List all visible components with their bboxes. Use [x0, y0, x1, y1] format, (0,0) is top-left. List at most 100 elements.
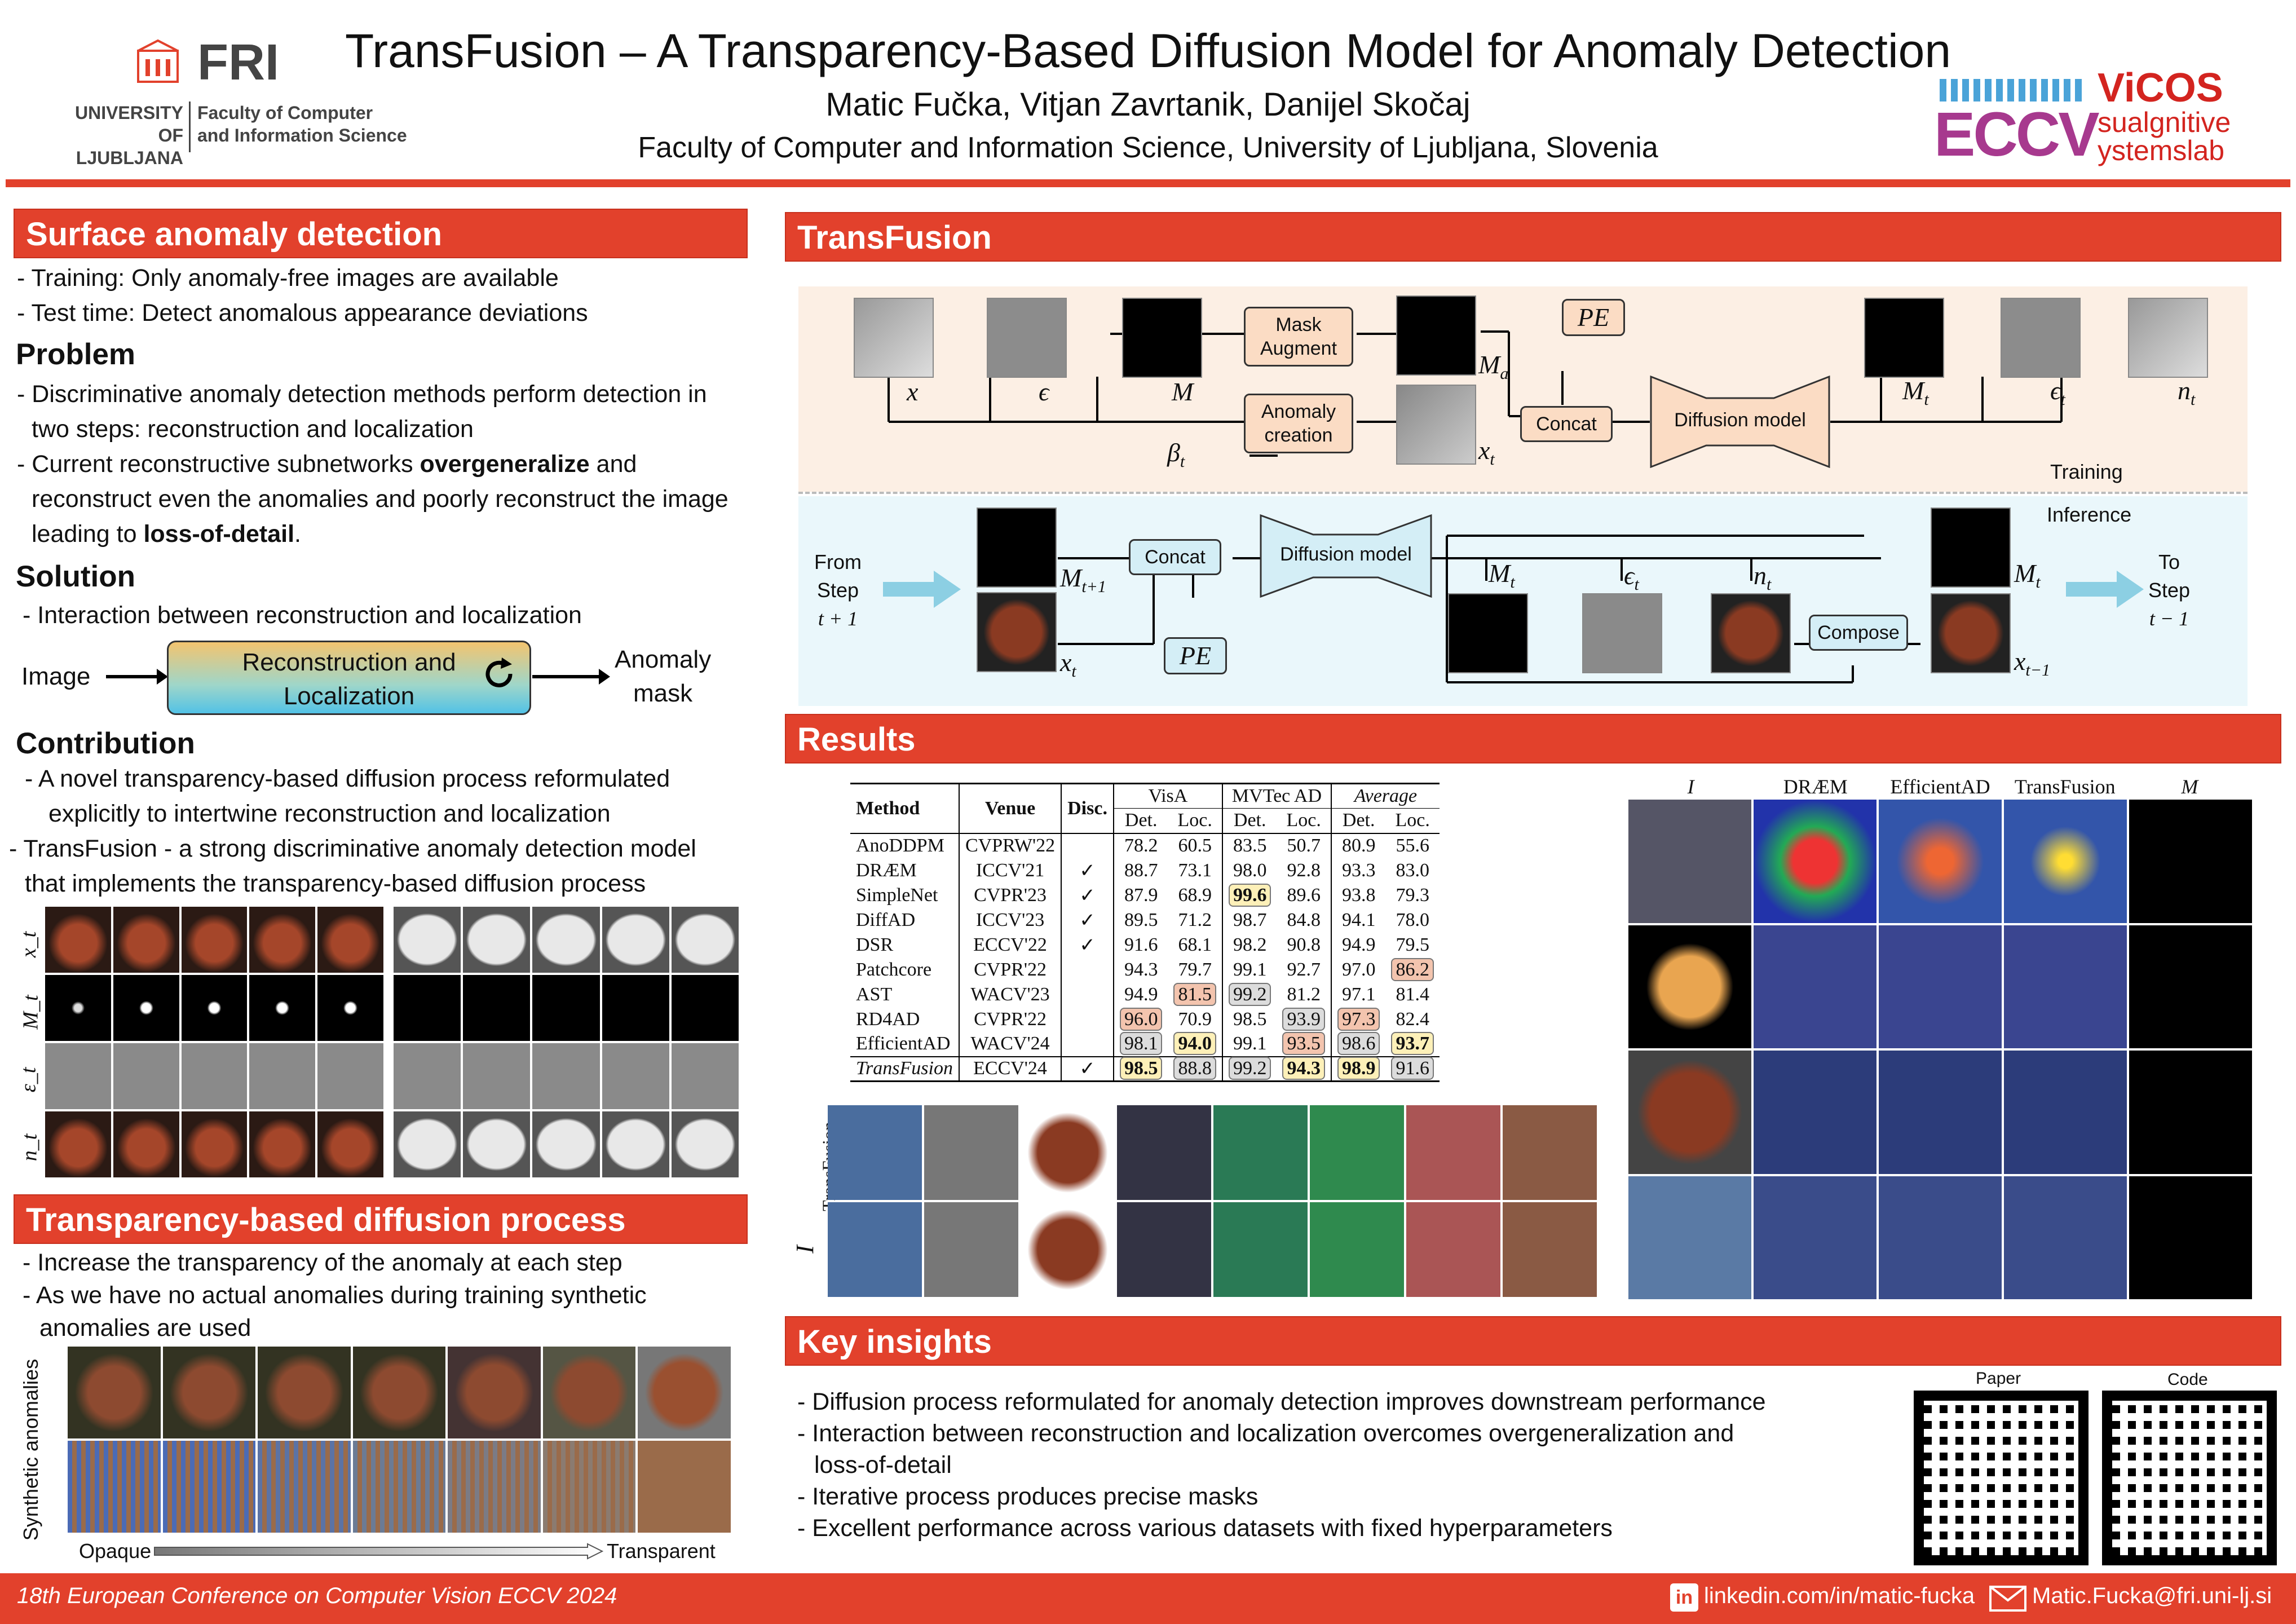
table-cell: 68.9 [1178, 884, 1212, 906]
table-cell: 99.2 [1221, 982, 1277, 1007]
table-cell: 98.7 [1221, 907, 1277, 933]
pill-nt [463, 1111, 531, 1177]
highlighted-value: 98.6 [1337, 1032, 1380, 1055]
compose-block: Compose [1809, 615, 1908, 651]
qual-strip [828, 1105, 1597, 1297]
table-cell: TransFusion [856, 1058, 953, 1079]
inference-connections [1058, 535, 1920, 683]
table-cell: 99.1 [1221, 957, 1277, 982]
table-cell: 78.0 [1396, 909, 1429, 930]
paper-qr-icon[interactable] [1914, 1391, 2089, 1565]
pill-nt [394, 1111, 461, 1177]
table-cell: ✓ [1061, 858, 1114, 883]
table-cell: 93.8 [1330, 882, 1386, 908]
pe-block-inference: PE [1164, 637, 1227, 674]
table-cell: ECCV'24 [958, 1056, 1062, 1082]
inference-label: Inference [2047, 503, 2132, 526]
from-arrow-icon [883, 571, 961, 608]
table-cell: ✓ [1061, 907, 1114, 933]
training-label: Training [2050, 460, 2123, 483]
pe-block-training: PE [1562, 299, 1625, 336]
hazelnut-nt [317, 1111, 383, 1177]
table-cell: 99.1 [1221, 1031, 1277, 1057]
label-beta: βt [1167, 438, 1185, 471]
noise-et [45, 1043, 111, 1109]
table-cell: SimpleNet [856, 884, 938, 906]
noise-et [113, 1043, 179, 1109]
section-transparency-heading: Transparency-based diffusion process [14, 1194, 748, 1244]
table-cell: 98.6 [1330, 1031, 1386, 1057]
screw-x-image [854, 298, 934, 378]
inference-hazelnut-nt [1711, 593, 1791, 673]
inference-mask-in [977, 508, 1057, 588]
label-xt1: xt−1 [2014, 647, 2051, 680]
university-logo-icon [135, 39, 180, 85]
table-cell: 60.5 [1178, 835, 1212, 856]
highlighted-value: 86.2 [1391, 957, 1434, 981]
label-et-inf: ϵt [1624, 561, 1639, 594]
inference-hazelnut-in [977, 592, 1057, 672]
table-cell: EfficientAD [856, 1033, 951, 1054]
table-cell: 73.1 [1178, 859, 1212, 881]
noise-et [249, 1043, 316, 1109]
diagram-arrow-in [106, 669, 168, 685]
table-cell [1061, 1007, 1114, 1032]
hazelnut-xt [249, 907, 316, 973]
table-cell: 82.4 [1396, 1008, 1429, 1030]
table-cell: 83.0 [1396, 859, 1429, 881]
footer-conference: 18th European Conference on Computer Vis… [17, 1583, 617, 1608]
solution-heading: Solution [16, 560, 135, 593]
table-cell: 98.9 [1330, 1056, 1386, 1082]
table-cell: 92.7 [1287, 959, 1321, 980]
section-insights-heading: Key insights [785, 1316, 2281, 1366]
mask-mt [317, 975, 383, 1041]
label-et-train: ϵt [2050, 376, 2065, 409]
footer [0, 1573, 2296, 1624]
noise-et [181, 1043, 248, 1109]
table-cell: ICCV'21 [958, 858, 1062, 883]
qual-side-I: I [791, 1245, 819, 1254]
noise-et [317, 1043, 383, 1109]
problem-heading: Problem [16, 338, 136, 371]
linkedin-icon[interactable]: in [1670, 1583, 1698, 1612]
table-cell: 93.3 [1330, 858, 1386, 883]
table-cell: CVPR'23 [958, 882, 1062, 908]
label-Mt-next: Mt [2014, 559, 2041, 592]
pill-xt [394, 907, 461, 973]
cycle-icon [479, 654, 519, 694]
noise-epsilon-image [987, 298, 1067, 378]
highlighted-value: 98.1 [1119, 1032, 1163, 1055]
inference-hazelnut-next [1931, 593, 2011, 673]
table-cell: 79.5 [1396, 934, 1429, 955]
inference-mask-out [1448, 593, 1528, 673]
code-qr-icon[interactable] [2102, 1391, 2277, 1565]
table-cell: 94.3 [1277, 1057, 1331, 1082]
solution-text: - Interaction between reconstruction and… [23, 602, 582, 629]
table-cell: 97.1 [1330, 982, 1386, 1007]
email-link[interactable]: Matic.Fucka@fri.uni-lj.si [2032, 1583, 2272, 1608]
synthetic-anomaly-grid [68, 1347, 731, 1533]
table-cell: 97.3 [1330, 1007, 1386, 1032]
table-cell: 94.3 [1112, 957, 1168, 982]
table-cell: 91.6 [1385, 1057, 1440, 1082]
hazelnut-xt [317, 907, 383, 973]
transparent-label: Transparent [607, 1539, 716, 1563]
label-x: x [907, 377, 919, 406]
table-cell: 81.4 [1396, 983, 1429, 1005]
table-cell: 86.2 [1385, 957, 1440, 982]
table-cell: RD4AD [856, 1008, 920, 1030]
linkedin-link[interactable]: linkedin.com/in/matic-fucka [1704, 1583, 1975, 1608]
qual-grid [1628, 800, 2252, 1299]
contribution-text: - A novel transparency-based diffusion p… [9, 765, 696, 897]
hazelnut-nt [113, 1111, 179, 1177]
